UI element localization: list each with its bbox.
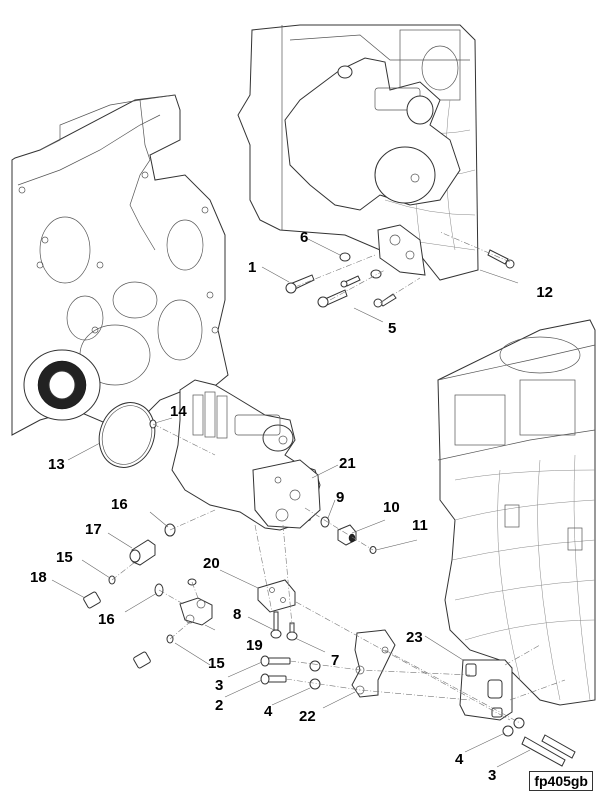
figure-code-label: fp405gb bbox=[529, 771, 593, 791]
callout-15a: 15 bbox=[56, 549, 73, 566]
callout-23: 23 bbox=[406, 629, 423, 646]
assembly-lines bbox=[111, 231, 566, 724]
callout-16a: 16 bbox=[111, 496, 128, 513]
callout-1: 1 bbox=[248, 259, 256, 276]
callout-21: 21 bbox=[339, 455, 356, 472]
callout-7: 7 bbox=[331, 652, 339, 669]
callout-6: 6 bbox=[300, 229, 308, 246]
engine-block-lower bbox=[437, 319, 596, 706]
callout-5: 5 bbox=[388, 320, 396, 337]
callout-2: 2 bbox=[215, 697, 223, 714]
callout-4a: 4 bbox=[264, 703, 273, 720]
callout-17: 17 bbox=[85, 521, 102, 538]
callout-labels: 1 6 12 5 14 13 21 16 9 10 11 17 15 20 18… bbox=[30, 229, 553, 784]
small-parts bbox=[71, 249, 576, 767]
o-ring-gasket-13 bbox=[98, 402, 156, 468]
callout-11: 11 bbox=[412, 517, 428, 534]
callout-18: 18 bbox=[30, 569, 47, 586]
callout-14: 14 bbox=[170, 403, 187, 420]
front-timing-cover bbox=[11, 94, 229, 436]
callout-22: 22 bbox=[299, 708, 316, 725]
leader-lines bbox=[51, 237, 531, 768]
engine-block-upper bbox=[237, 24, 479, 281]
callout-15b: 15 bbox=[208, 655, 225, 672]
callout-13: 13 bbox=[48, 456, 65, 473]
callout-12: 12 bbox=[536, 284, 553, 301]
callout-9: 9 bbox=[336, 489, 344, 506]
callout-10: 10 bbox=[383, 499, 400, 516]
callout-3b: 3 bbox=[488, 767, 496, 784]
callout-3a: 3 bbox=[215, 677, 223, 694]
callout-19: 19 bbox=[246, 637, 263, 654]
callout-16b: 16 bbox=[98, 611, 115, 628]
callout-8: 8 bbox=[233, 606, 241, 623]
hydraulic-pump-assembly bbox=[171, 379, 321, 531]
callout-4b: 4 bbox=[455, 751, 464, 768]
callout-20: 20 bbox=[203, 555, 220, 572]
